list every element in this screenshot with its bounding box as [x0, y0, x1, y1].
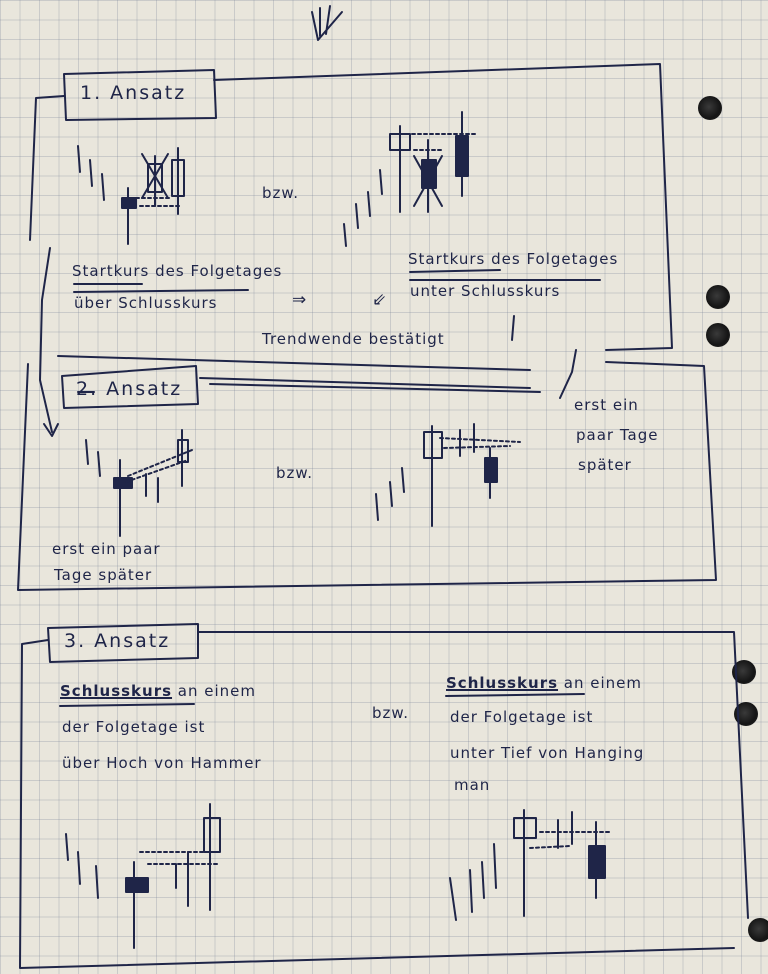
section-2-left-note-line-2: Tage später — [54, 566, 153, 584]
section-2-bzw: bzw. — [276, 464, 314, 482]
section-3-left-line-3: über Hoch von Hammer — [62, 754, 262, 772]
section-3-header: 3. Ansatz — [64, 630, 171, 652]
section-3-left-line-2: der Folgetage ist — [62, 718, 206, 736]
punch-hole — [698, 96, 722, 120]
section-2-right-note-line-1: erst ein — [574, 396, 639, 414]
section-2-right-note-line-3: später — [578, 456, 632, 474]
section-1-bzw: bzw. — [262, 184, 300, 202]
section-2-left-note-line-1: erst ein paar — [52, 540, 161, 558]
section-3-bzw: bzw. — [372, 704, 410, 722]
section-2-header: 2. Ansatz — [76, 378, 183, 400]
section-3-right-line-2: der Folgetage ist — [450, 708, 594, 726]
section-1-left-line-1: Startkurs des Folgetages — [72, 262, 283, 280]
section-2-right-note-line-2: paar Tage — [576, 426, 659, 444]
section-3-left-line-1: Schlusskurs an einem — [60, 682, 257, 700]
punch-hole — [748, 918, 768, 942]
section-1-left-line-2: über Schlusskurs — [74, 294, 218, 312]
section-3-right-line-4: man — [454, 776, 491, 794]
section-1-confirm-text: Trendwende bestätigt — [262, 330, 445, 348]
section-3-right-line-3: unter Tief von Hanging — [450, 744, 645, 762]
section-1-header: 1. Ansatz — [80, 82, 187, 104]
section-1-right-line-1: Startkurs des Folgetages — [408, 250, 619, 268]
section-1-arrow-right: ⇒ — [292, 290, 308, 310]
section-3-right-line-1: Schlusskurs an einem — [446, 674, 643, 692]
punch-hole — [706, 323, 730, 347]
section-1-arrow-down: ⇙ — [372, 290, 388, 310]
section-1-right-line-2: unter Schlusskurs — [410, 282, 561, 300]
punch-hole — [706, 285, 730, 309]
